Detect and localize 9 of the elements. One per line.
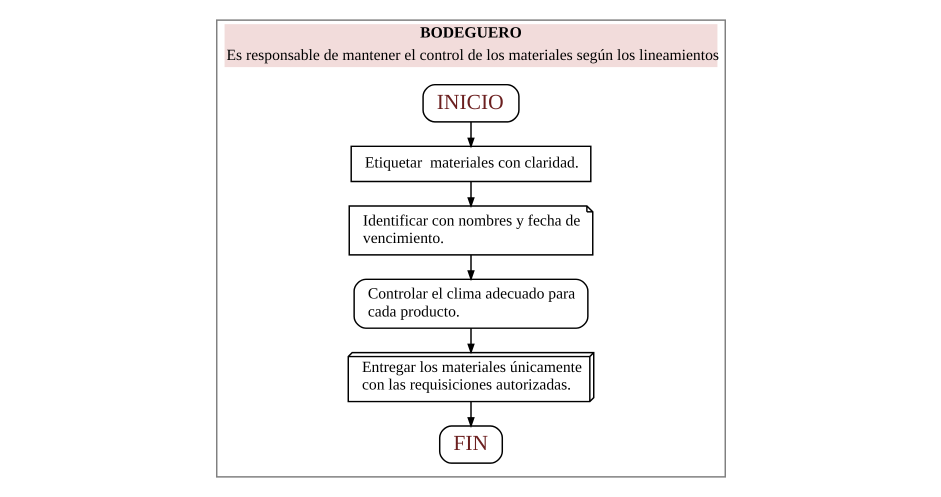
- arrow: [466, 402, 474, 428]
- arrow: [466, 328, 474, 354]
- arrow: [466, 122, 474, 148]
- arrow: [466, 255, 474, 282]
- node-box: INICIO: [422, 84, 520, 123]
- node-box: Etiquetar materiales con claridad.: [350, 146, 592, 182]
- node-box: FIN: [438, 425, 503, 464]
- arrow: [466, 182, 474, 208]
- node-box: Controlar el clima adecuado para cada producto.: [352, 278, 588, 329]
